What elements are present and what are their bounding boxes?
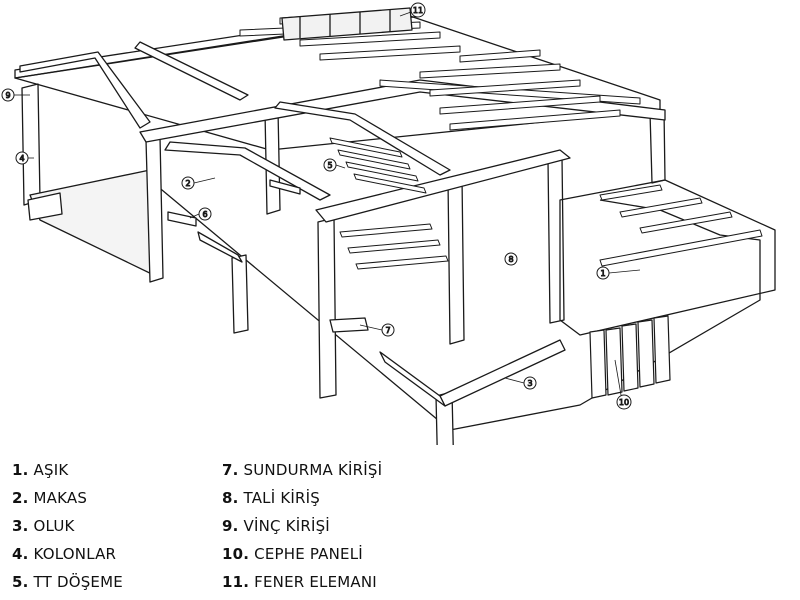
- legend-item-2: 2. MAKAS: [12, 489, 88, 507]
- svg-text:10: 10: [619, 398, 629, 407]
- column-mid-3: [317, 217, 337, 399]
- legend-item-11: 11. FENER ELEMANI: [222, 573, 377, 591]
- callout-7: 7: [381, 323, 395, 337]
- svg-text:11: 11: [413, 6, 423, 15]
- lantern-element: [281, 7, 413, 41]
- svg-text:7: 7: [385, 326, 390, 335]
- svg-text:6: 6: [202, 210, 207, 219]
- legend-item-7: 7. SUNDURMA KİRİŞİ: [222, 461, 383, 479]
- callout-6: 6: [198, 207, 212, 221]
- legend-item-5: 5. TT DÖŞEME: [12, 573, 123, 591]
- svg-text:3: 3: [527, 379, 532, 388]
- left-column: [21, 83, 41, 206]
- front-wall: [439, 339, 566, 407]
- truss-mid: [164, 141, 331, 201]
- callout-3: 3: [523, 376, 537, 390]
- column-right: [649, 109, 666, 184]
- column-mid-4: [447, 176, 465, 345]
- legend-item-4: 4. KOLONLAR: [12, 545, 117, 563]
- callout-5: 5: [323, 158, 337, 172]
- callout-2: 2: [181, 176, 195, 190]
- truss-left: [19, 51, 151, 129]
- callout-10: 10: [616, 394, 632, 410]
- legend-item-1: 1. AŞIK: [12, 461, 69, 479]
- facade-panels: [589, 315, 671, 399]
- svg-text:8: 8: [508, 255, 513, 264]
- callout-1: 1: [596, 266, 610, 280]
- base-block: [27, 192, 63, 221]
- legend-item-8: 8. TALİ KİRİŞ: [222, 489, 320, 507]
- callout-4: 4: [15, 151, 29, 165]
- legend-item-9: 9. VİNÇ KİRİŞİ: [222, 517, 330, 535]
- svg-text:9: 9: [5, 91, 10, 100]
- svg-text:1: 1: [600, 269, 605, 278]
- callout-9: 9: [1, 88, 15, 102]
- svg-text:5: 5: [327, 161, 332, 170]
- annex: [559, 179, 776, 336]
- column-mid-5: [547, 156, 565, 324]
- svg-text:2: 2: [185, 179, 190, 188]
- legend-item-10: 10. CEPHE PANELİ: [222, 545, 363, 563]
- legend-item-3: 3. OLUK: [12, 517, 75, 535]
- callout-8: 8: [504, 252, 518, 266]
- callout-11: 11: [410, 2, 426, 18]
- structure-diagram: 1 2 3 4 5 6 7 8: [1, 2, 776, 445]
- svg-text:4: 4: [19, 154, 24, 163]
- ground-outline: [39, 179, 761, 431]
